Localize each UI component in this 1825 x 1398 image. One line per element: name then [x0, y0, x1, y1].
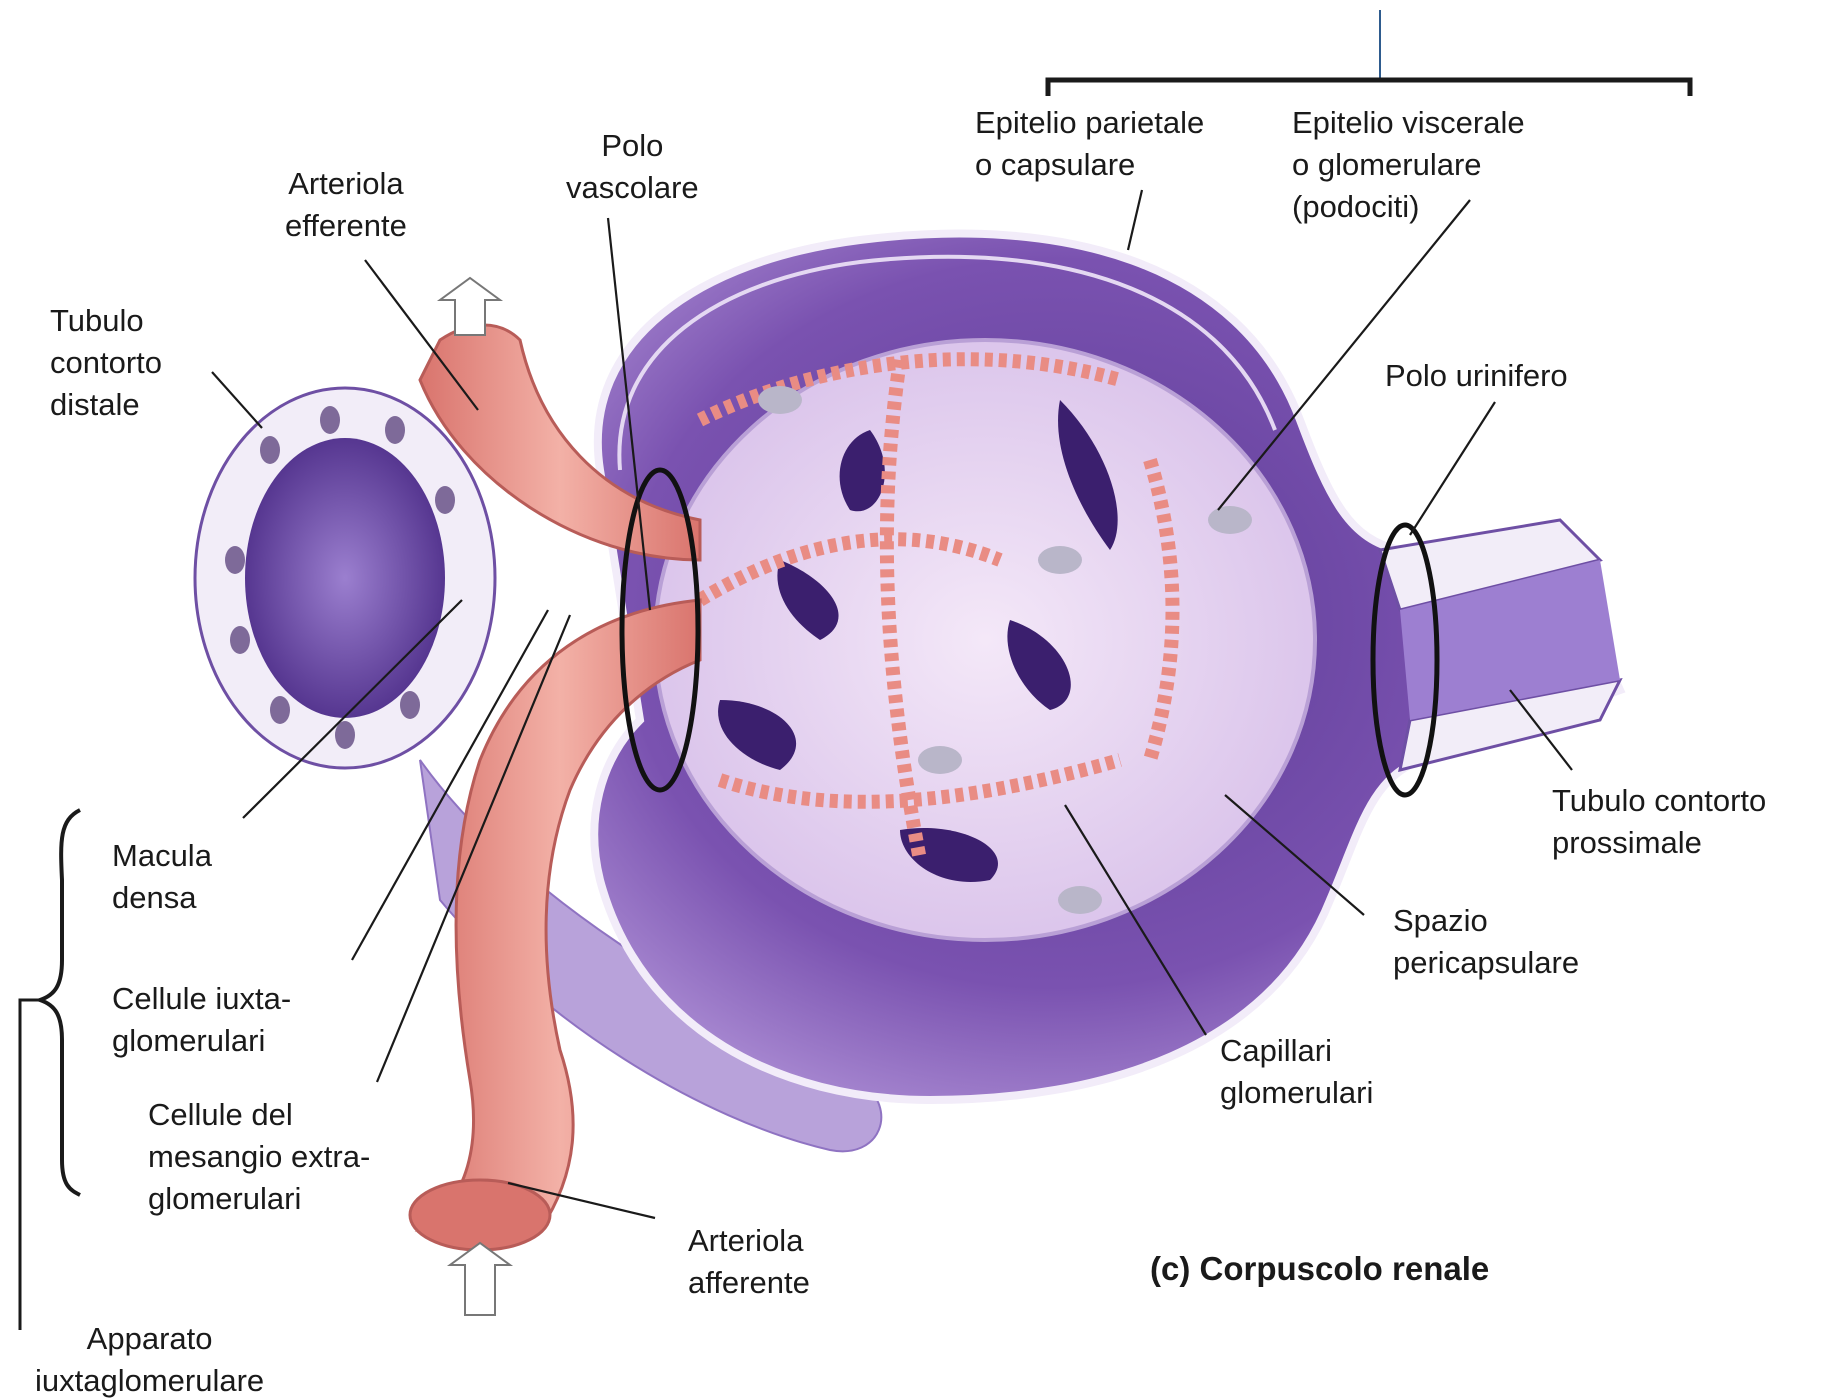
label-line: glomerulari: [148, 1178, 370, 1220]
label-line: Cellule iuxta-: [112, 978, 291, 1020]
label-line: Spazio: [1393, 900, 1579, 942]
label-spazio-pericapsulare: Spazio pericapsulare: [1393, 900, 1579, 984]
label-line: Apparato: [35, 1318, 264, 1360]
figure-caption: (c) Corpuscolo renale: [1150, 1248, 1489, 1290]
label-line: o glomerulare: [1292, 144, 1525, 186]
label-line: vascolare: [566, 167, 699, 209]
glomerulus: [655, 340, 1315, 940]
label-line: iuxtaglomerulare: [35, 1360, 264, 1398]
label-line: contorto: [50, 342, 162, 384]
label-line: Tubulo contorto: [1552, 780, 1766, 822]
proximal-tubule: [1380, 520, 1620, 770]
label-line: Arteriola: [688, 1220, 810, 1262]
label-polo-vascolare: Polo vascolare: [566, 125, 699, 209]
label-line: densa: [112, 877, 212, 919]
top-bracket: [1048, 10, 1690, 96]
label-line: Polo urinifero: [1385, 355, 1568, 397]
label-cellule-iuxta: Cellule iuxta- glomerulari: [112, 978, 291, 1062]
label-line: Arteriola: [285, 163, 407, 205]
label-line: Epitelio viscerale: [1292, 102, 1525, 144]
label-arteriola-afferente: Arteriola afferente: [688, 1220, 810, 1304]
label-line: glomerulari: [1220, 1072, 1373, 1114]
label-tubulo-prossimale: Tubulo contorto prossimale: [1552, 780, 1766, 864]
label-line: mesangio extra-: [148, 1136, 370, 1178]
label-polo-urinifero: Polo urinifero: [1385, 355, 1568, 397]
label-line: glomerulari: [112, 1020, 291, 1062]
label-line: Capillari: [1220, 1030, 1373, 1072]
label-line: pericapsulare: [1393, 942, 1579, 984]
apparatus-brace: [40, 810, 80, 1195]
label-line: Macula: [112, 835, 212, 877]
label-line: Epitelio parietale: [975, 102, 1204, 144]
afferent-arteriole-opening: [410, 1180, 550, 1250]
label-line: prossimale: [1552, 822, 1766, 864]
label-capillari-glomerulari: Capillari glomerulari: [1220, 1030, 1373, 1114]
label-arteriola-efferente: Arteriola efferente: [285, 163, 407, 247]
label-apparato-iuxtaglomerulare: Apparato iuxtaglomerulare: [35, 1318, 264, 1398]
distal-tubule: [195, 388, 495, 768]
label-macula-densa: Macula densa: [112, 835, 212, 919]
label-line: o capsulare: [975, 144, 1204, 186]
label-line: afferente: [688, 1262, 810, 1304]
label-line: distale: [50, 384, 162, 426]
label-cellule-mesangio: Cellule del mesangio extra- glomerulari: [148, 1094, 370, 1220]
label-epitelio-viscerale: Epitelio viscerale o glomerulare (podoci…: [1292, 102, 1525, 228]
label-line: Polo: [566, 125, 699, 167]
afferent-flow-arrow: [450, 1243, 510, 1315]
label-tubulo-distale: Tubulo contorto distale: [50, 300, 162, 426]
apparatus-bracket-line: [20, 1000, 40, 1330]
label-line: efferente: [285, 205, 407, 247]
label-line: Tubulo: [50, 300, 162, 342]
label-epitelio-parietale: Epitelio parietale o capsulare: [975, 102, 1204, 186]
label-line: Cellule del: [148, 1094, 370, 1136]
label-line: (podociti): [1292, 186, 1525, 228]
